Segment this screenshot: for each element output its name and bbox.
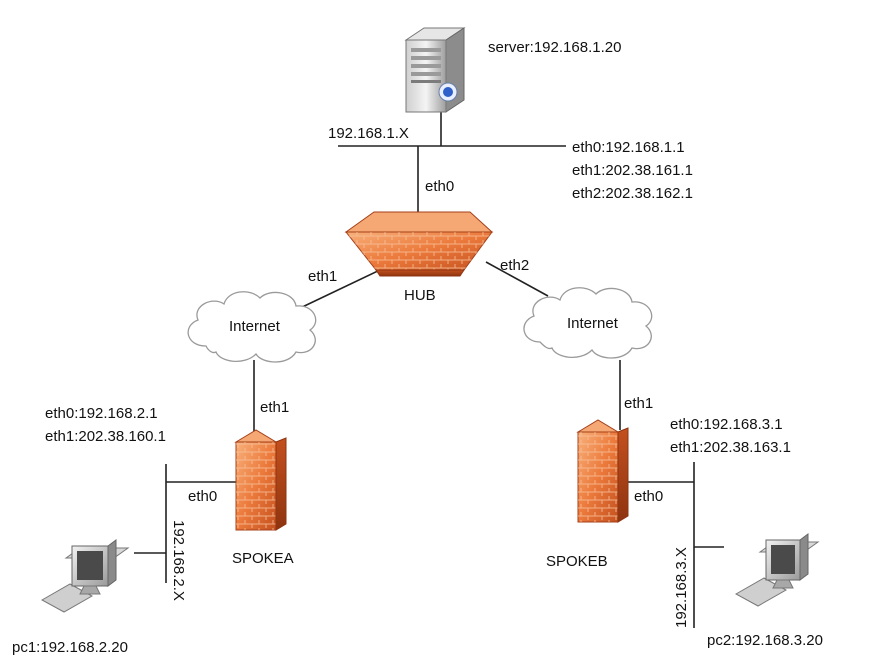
firewall-icon <box>576 419 629 523</box>
firewall-icon <box>234 429 287 531</box>
spokeb-name: SPOKEB <box>546 553 608 570</box>
spokeb-eth1-label: eth1 <box>624 395 653 412</box>
firewall-icon <box>344 211 494 277</box>
lan-main-subnet: 192.168.1.X <box>328 125 409 142</box>
spokeb-subnet: 192.168.3.X <box>673 547 690 628</box>
server-icon <box>404 27 466 113</box>
spokea-address-eth0: eth0:192.168.2.1 <box>45 405 158 422</box>
spokea-eth0-label: eth0 <box>188 488 217 505</box>
hub-eth1-label: eth1 <box>308 268 337 285</box>
spokea-name: SPOKEA <box>232 550 294 567</box>
cloud-icon <box>523 287 653 359</box>
pc2-label: pc2:192.168.3.20 <box>707 632 823 649</box>
hub-eth2-link <box>485 261 549 297</box>
hub-address-eth1: eth1:202.38.161.1 <box>572 162 693 179</box>
internet-left-label: Internet <box>229 318 281 335</box>
hub-eth1-link <box>295 267 385 311</box>
pc-icon <box>40 539 130 613</box>
spokeb-address-eth1: eth1:202.38.163.1 <box>670 439 791 456</box>
spokeb-eth0-label: eth0 <box>634 488 663 505</box>
hub-eth2-label: eth2 <box>500 257 529 274</box>
hub-name: HUB <box>404 287 436 304</box>
spokea-subnet: 192.168.2.X <box>170 520 187 601</box>
pc1-label: pc1:192.168.2.20 <box>12 639 128 656</box>
internet-right-label: Internet <box>567 315 619 332</box>
wires <box>134 112 724 628</box>
hub-address-eth0: eth0:192.168.1.1 <box>572 139 685 156</box>
hub-address-eth2: eth2:202.38.162.1 <box>572 185 693 202</box>
pc-icon <box>734 533 820 607</box>
cloud-icon <box>187 291 317 363</box>
hub-eth0-label: eth0 <box>425 178 454 195</box>
server-label: server:192.168.1.20 <box>488 39 621 56</box>
spokea-address-eth1: eth1:202.38.160.1 <box>45 428 166 445</box>
spokea-eth1-label: eth1 <box>260 399 289 416</box>
spokeb-address-eth0: eth0:192.168.3.1 <box>670 416 783 433</box>
